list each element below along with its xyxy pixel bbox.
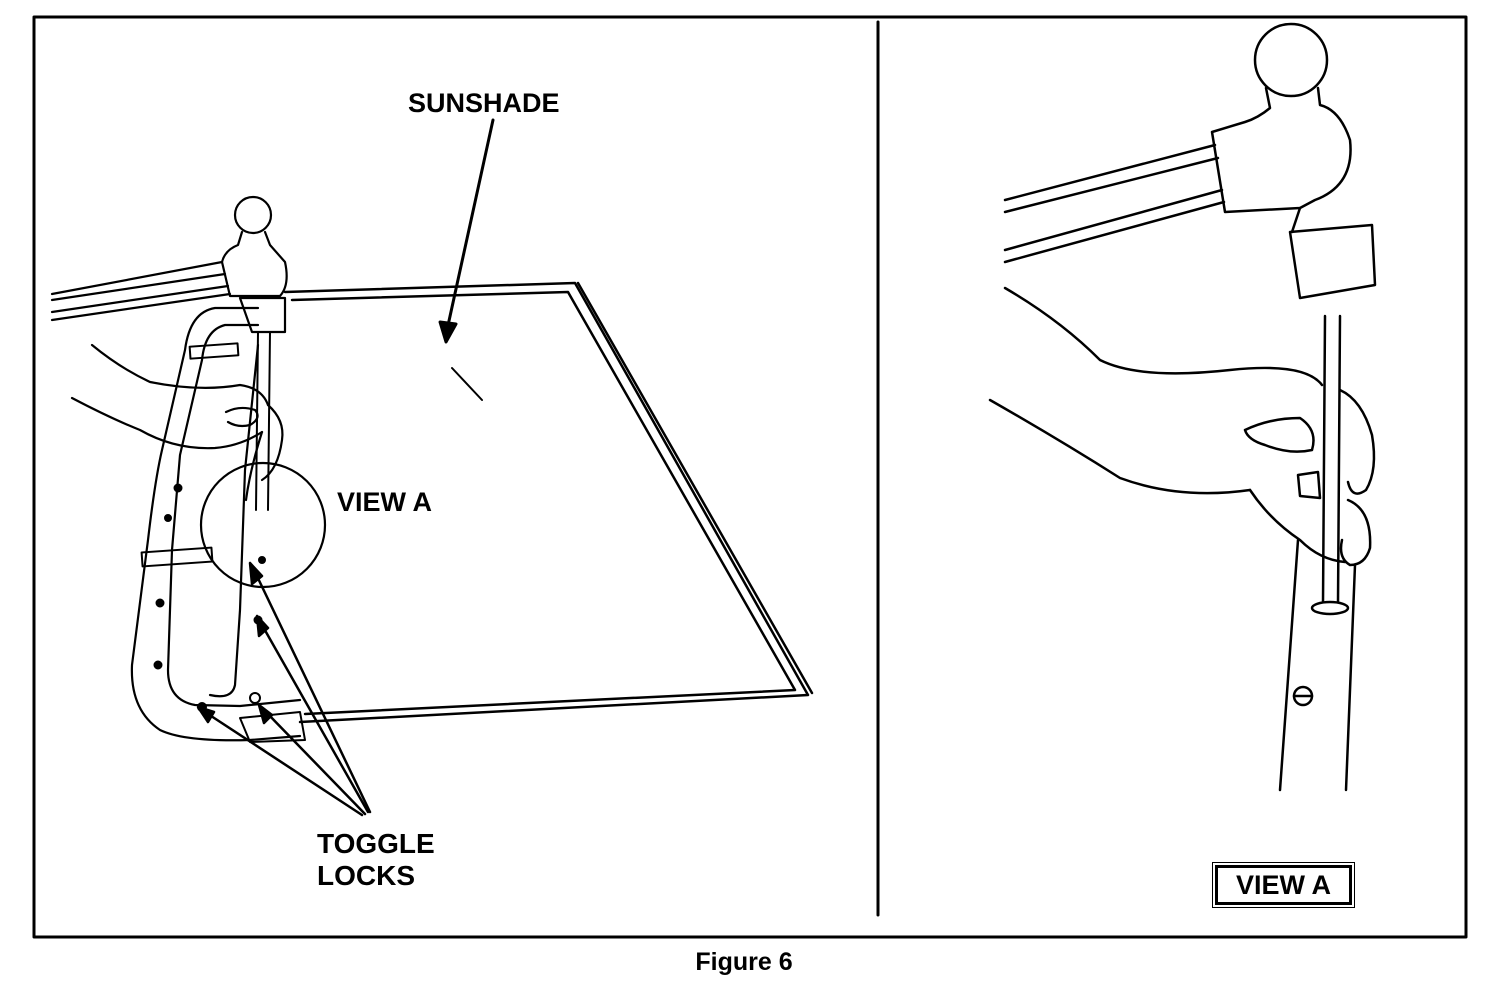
figure-border bbox=[32, 15, 1468, 939]
view-a-label-left: VIEW A bbox=[337, 487, 433, 517]
toggle-locks-label-line2: LOCKS bbox=[317, 860, 415, 891]
sunshade-label: SUNSHADE bbox=[408, 88, 560, 118]
hammer-left bbox=[50, 195, 288, 334]
hand-right bbox=[988, 286, 1376, 567]
sunshade-panel bbox=[283, 281, 814, 724]
toggle-lock-arrows bbox=[196, 561, 372, 817]
toggle-locks-label: TOGGLE LOCKS bbox=[317, 828, 435, 892]
view-a-circle bbox=[199, 461, 327, 589]
toggle-locks-label-line1: TOGGLE bbox=[317, 828, 435, 859]
left-panel bbox=[50, 118, 814, 817]
hammer-right bbox=[1003, 22, 1377, 300]
visor-strip-right bbox=[1278, 538, 1357, 792]
punch-tool-right bbox=[1310, 314, 1350, 616]
view-a-label-right: VIEW A bbox=[1212, 862, 1355, 908]
hand-left bbox=[70, 343, 284, 502]
punch-tool-left bbox=[255, 331, 271, 511]
visor-body bbox=[130, 306, 302, 742]
right-panel bbox=[988, 22, 1377, 792]
visor-holes bbox=[140, 342, 306, 743]
sunshade-arrow bbox=[438, 118, 495, 401]
figure-caption: Figure 6 bbox=[695, 948, 793, 976]
